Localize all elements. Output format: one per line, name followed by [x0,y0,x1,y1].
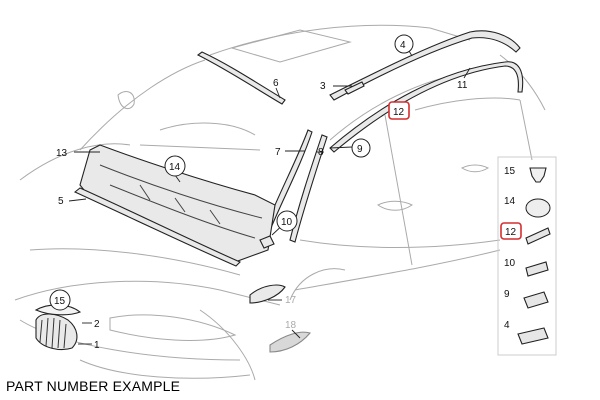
a-pillar-clip [259,235,275,249]
side-marker-light [249,284,286,304]
car-body-outline [14,24,546,381]
callout-15: 15 [54,296,66,307]
legend-frame [497,156,557,356]
callout-10: 10 [281,217,293,228]
callout-6: 6 [273,78,279,89]
cowl-panel-detail [99,164,263,239]
roof-molding [329,30,521,101]
roof-molding-end-cap [344,81,365,95]
legend-highlight-12 [500,222,522,240]
callout-3: 3 [320,81,326,92]
legend-clip-14 [525,198,551,218]
legend-label-12: 12 [505,227,517,238]
callout-13: 13 [56,148,68,159]
callout-9-circle [351,138,371,158]
legend-clip-4 [517,327,549,345]
callout-14-circle [164,155,186,177]
callout-4-circle [394,34,414,54]
parts-legend: 15 14 12 10 9 4 [497,156,557,356]
kidney-grille [35,313,78,351]
callout-1: 1 [94,340,100,351]
a-pillar-trim-outer [261,129,313,241]
callout-12: 12 [393,107,405,118]
roof-drip-rail [329,61,524,153]
kidney-grille-slats [39,317,67,349]
callout-12-highlight [388,101,410,120]
callout-9: 9 [357,144,363,155]
callout-7: 7 [275,147,281,158]
legend-clip-10 [525,261,549,277]
callout-14: 14 [169,162,181,173]
callout-18: 18 [285,320,297,331]
legend-clip-9 [523,291,549,309]
legend-label-14: 14 [504,196,516,207]
legend-label-15: 15 [504,166,516,177]
callout-11: 11 [457,80,468,91]
callout-2: 2 [94,319,100,330]
callout-17: 17 [285,295,297,306]
callout-5: 5 [58,196,64,207]
callout-8: 8 [318,147,324,158]
windshield-top-molding [196,51,286,105]
caption: PART NUMBER EXAMPLE [6,378,181,394]
callout-10-circle [276,210,298,232]
legend-label-4: 4 [504,320,510,331]
callout-15-circle [49,289,71,311]
legend-clip-12 [525,227,551,245]
legend-label-10: 10 [504,258,516,269]
callout-4: 4 [400,40,406,51]
legend-clip-15 [529,167,547,183]
legend-label-9: 9 [504,289,510,300]
cowl-seal-strip [73,187,241,267]
a-pillar-trim-inner [289,134,328,243]
marker-trim [269,331,311,353]
